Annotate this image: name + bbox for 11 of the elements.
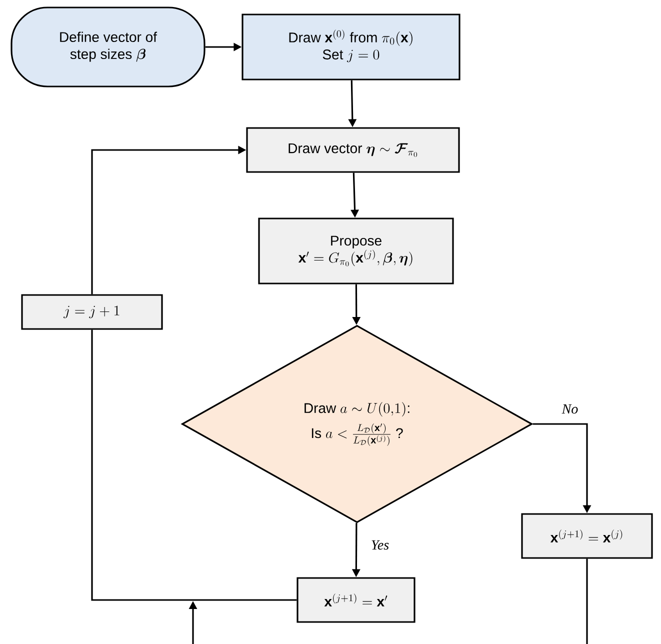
process-box: $\mathbf{x}^{(j+1)}=\mathbf{x}^{(j)}$ [521,513,653,559]
process-box: $\mathbf{x}^{(j+1)}=\mathbf{x}'$ [296,577,416,623]
start-terminal: $\begin{array}{c}\text{Define vector of}\\ \text{step sizes }\boldsymbol{\beta}\end{array}$ [10,6,206,88]
process-box: $j=j+1$ [21,294,163,330]
edge-label: No [560,403,580,415]
process-box: Propose $\mathbf{x}'=G_{\pi_0}(\mathbf{x}^{(j)},\boldsymbol{\beta},\boldsymbol{\eta})$ [258,218,454,284]
process-box: $\begin{array}{c}\text{Draw }\mathbf{x}^{(0)}\text{ from }\pi_0(\mathbf{x})\\ \text{Set }j=0\end{array}$ [242,14,460,80]
process-box: $\text{Draw vector }\boldsymbol{\eta}\sim\boldsymbol{\mathcal{F}}_{\pi_0}$ [246,127,460,173]
connector-line [91,330,297,601]
edge-label: Yes [370,539,390,551]
arrow [188,558,588,644]
